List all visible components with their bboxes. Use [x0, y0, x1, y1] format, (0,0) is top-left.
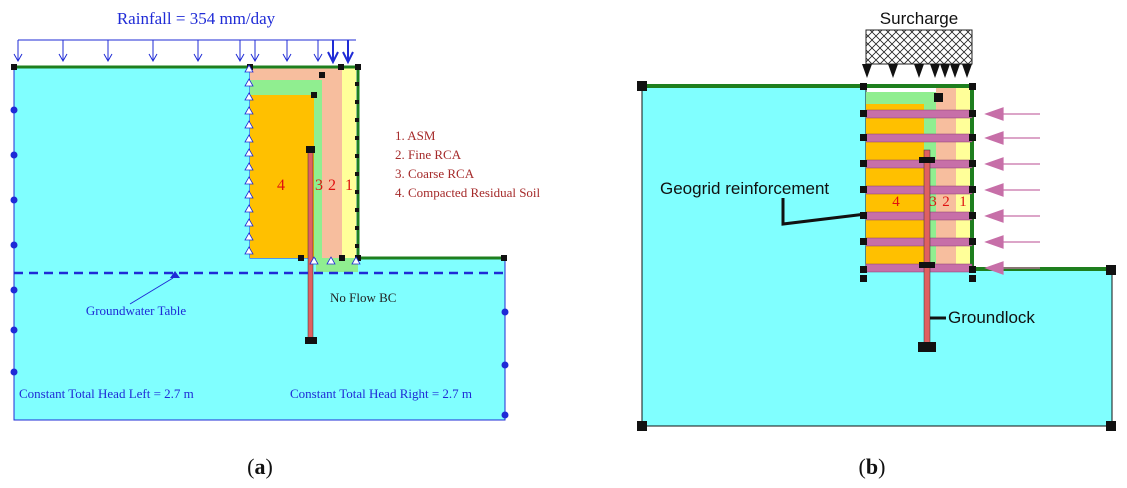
legend-item-coarse-rca: 3. Coarse RCA	[395, 166, 475, 181]
no-flow-label: No Flow BC	[330, 290, 396, 305]
layer-1-asm-a	[342, 67, 356, 258]
groundlock-pile-b	[923, 149, 931, 347]
layer-3-coarse-rca-b	[866, 92, 936, 104]
pile-mid-b	[919, 262, 935, 268]
layer-number-3-a: 3	[315, 177, 323, 194]
surcharge-arrows	[862, 64, 972, 78]
caption-a: (a)	[247, 454, 273, 479]
layer-number-3-b: 3	[929, 194, 937, 210]
layer-3-coarse-rca-strip-a	[314, 95, 322, 258]
groundwater-leader-a	[129, 277, 174, 305]
lateral-load-arrows	[984, 107, 1040, 275]
pile-tip-b	[918, 342, 936, 352]
pile-head-a	[306, 146, 315, 153]
groundlock-label: Groundlock	[948, 308, 1035, 327]
rainfall-arrows-a	[13, 39, 356, 65]
layer-2-fine-rca-strip-a	[322, 80, 342, 258]
layer-2-fine-rca-a	[250, 67, 342, 80]
surcharge-block	[865, 29, 973, 65]
panel-b: Surcharge	[637, 9, 1116, 479]
facing-ticks-a	[355, 82, 359, 248]
layer-number-4-a: 4	[277, 177, 285, 194]
legend-item-asm: 1. ASM	[395, 128, 436, 143]
panel-a: Rainfall = 354 mm/day Groundwater Table …	[10, 9, 541, 479]
head-left-label: Constant Total Head Left = 2.7 m	[19, 386, 194, 401]
rainfall-label: Rainfall = 354 mm/day	[117, 9, 276, 28]
layer-number-2-b: 2	[942, 194, 950, 210]
layer-2-fine-rca-b	[936, 86, 956, 270]
legend-item-fine-rca: 2. Fine RCA	[395, 147, 462, 162]
geogrid-leader	[781, 198, 867, 226]
layer-legend-a: 1. ASM 2. Fine RCA 3. Coarse RCA 4. Comp…	[395, 128, 541, 200]
legend-item-residual-soil: 4. Compacted Residual Soil	[395, 185, 541, 200]
base-green-a	[316, 258, 358, 272]
layer-number-1-b: 1	[959, 194, 967, 210]
layer-numbers-b: 1 2 3 4	[892, 194, 967, 210]
layer-number-2-a: 2	[328, 177, 336, 194]
layer-number-1-a: 1	[345, 177, 353, 194]
pile-head-b	[919, 157, 935, 163]
head-right-label: Constant Total Head Right = 2.7 m	[290, 386, 472, 401]
geogrid-label: Geogrid reinforcement	[660, 179, 829, 198]
caption-b: (b)	[859, 454, 886, 479]
seepage-triangles-a	[244, 64, 361, 265]
layer-4-residual-soil-a	[250, 95, 314, 258]
surcharge-label: Surcharge	[880, 9, 958, 28]
head-boundary-dots-left-a	[10, 106, 18, 376]
layer-3-coarse-rca-a	[250, 80, 322, 95]
layer-1-asm-b	[956, 86, 970, 270]
layer-number-4-b: 4	[892, 194, 900, 210]
pile-tip-a	[305, 337, 317, 344]
geogrid-nodes	[637, 81, 1116, 431]
head-boundary-dots-right-a	[501, 308, 509, 419]
groundwater-marker-a	[170, 271, 180, 278]
groundlock-pile-a	[307, 149, 314, 341]
groundwater-label: Groundwater Table	[86, 303, 187, 318]
layer-numbers-a: 1 2 3 4	[277, 177, 353, 194]
